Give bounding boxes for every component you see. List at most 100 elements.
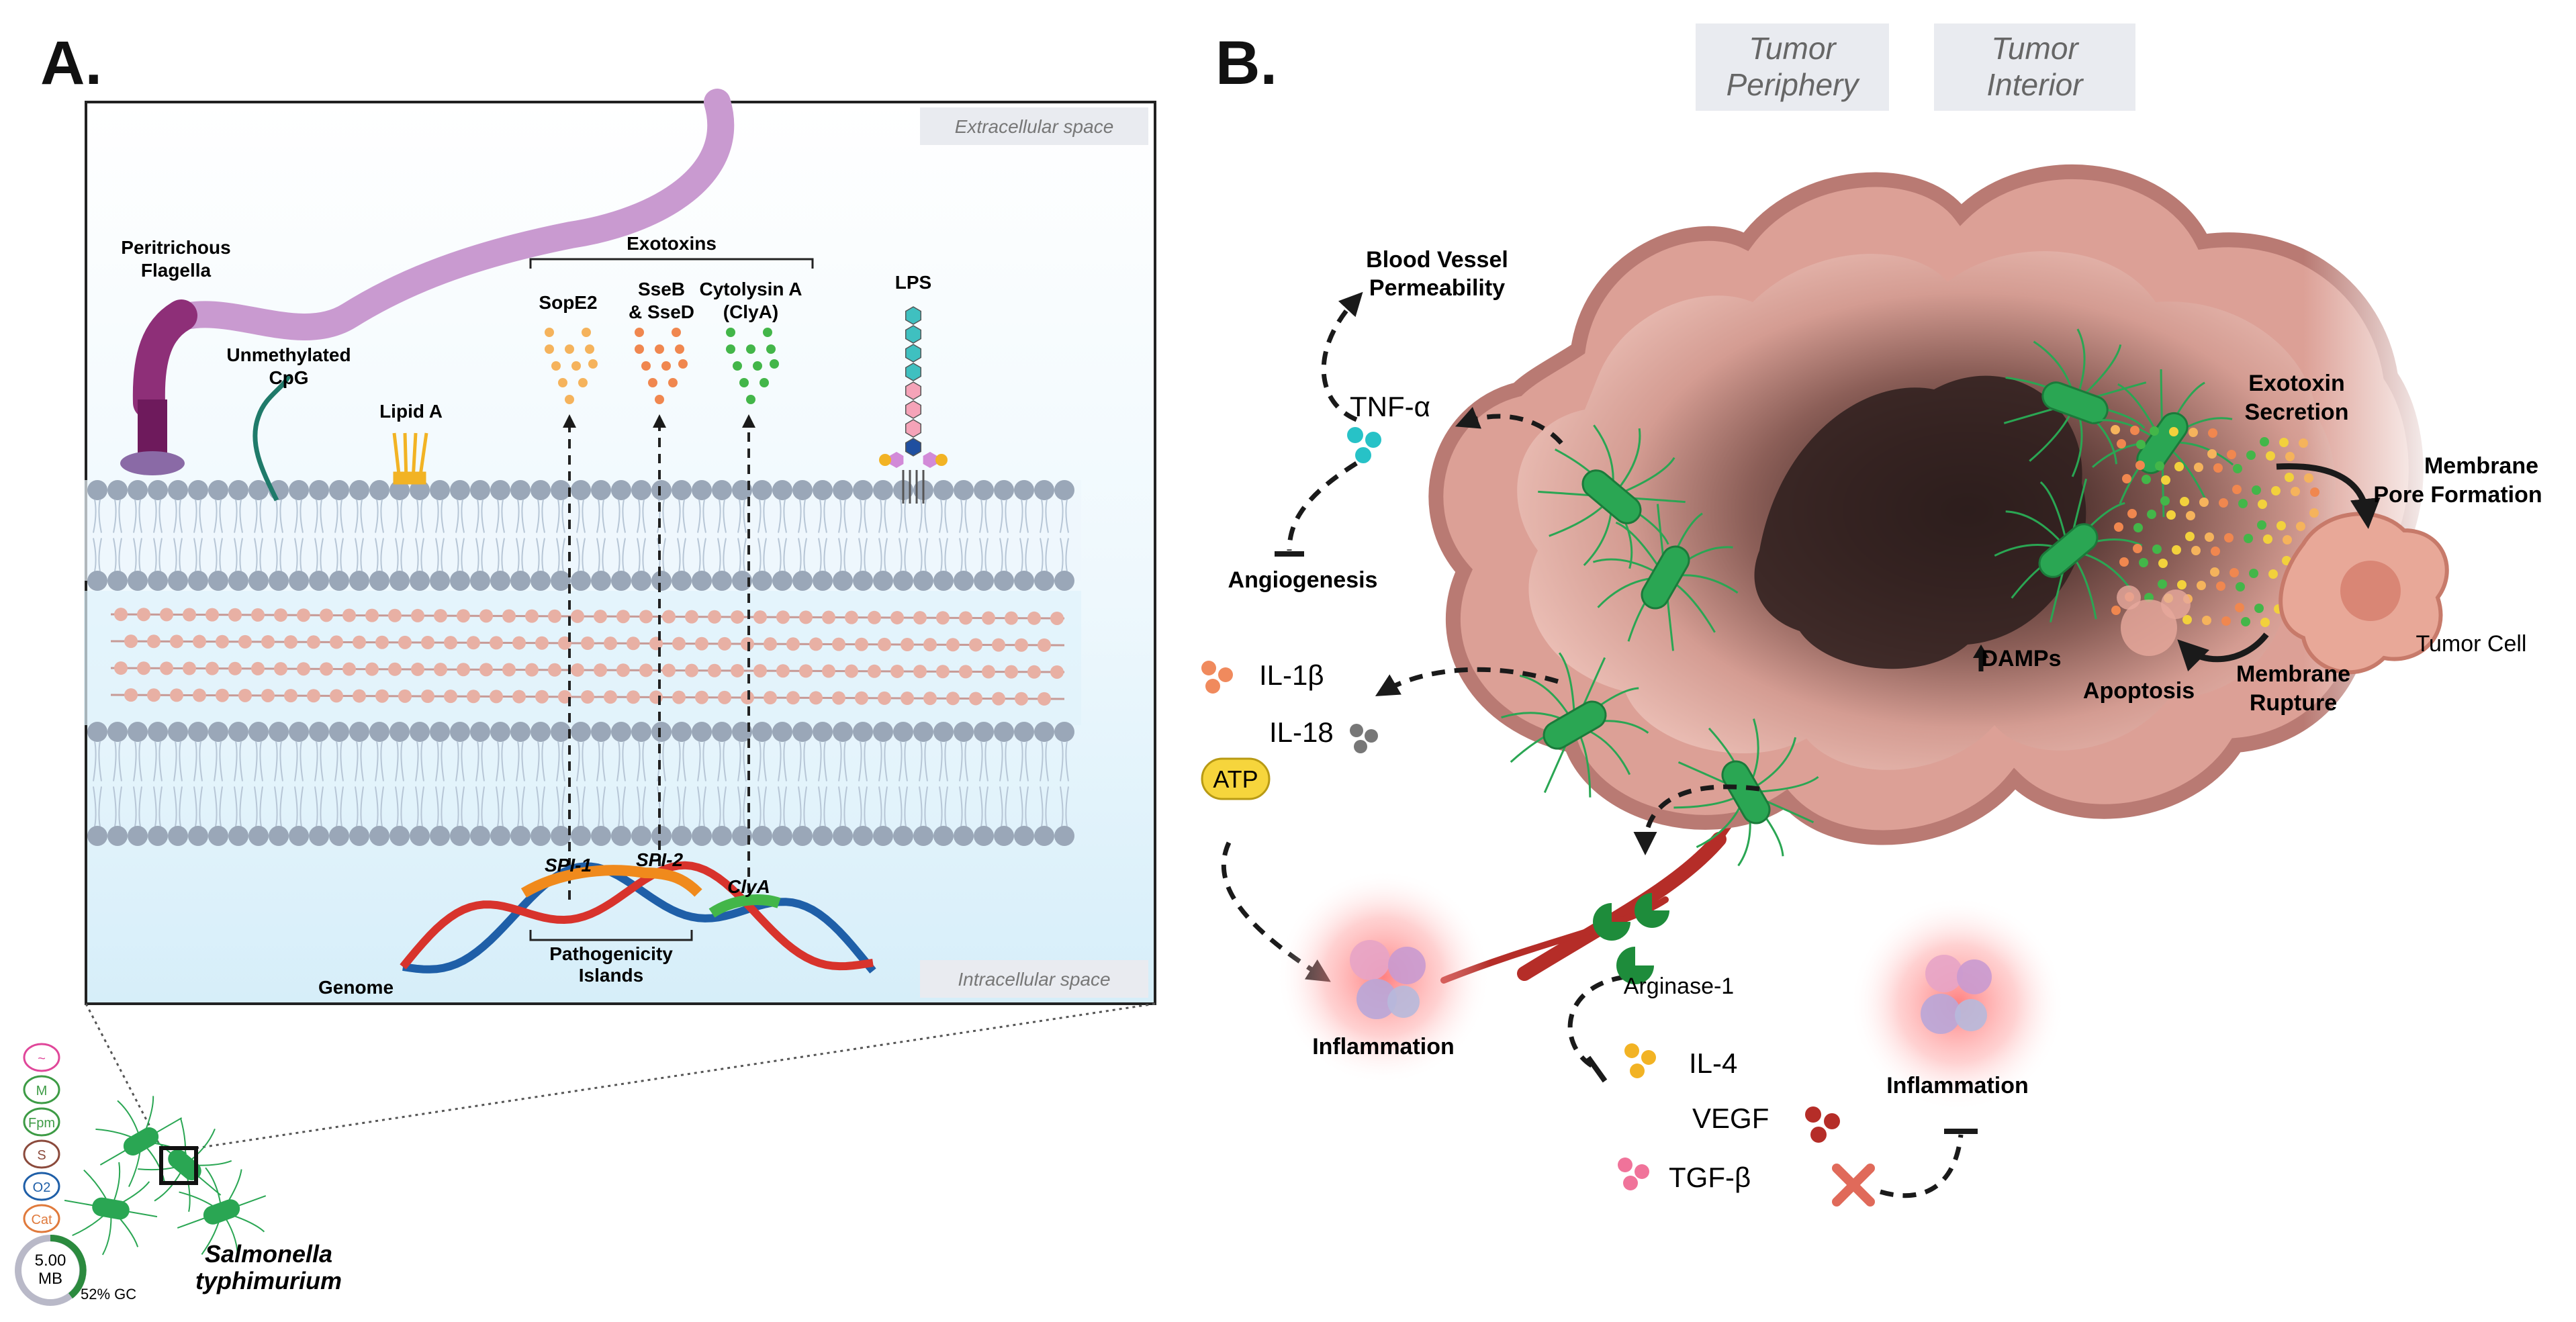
peptidoglycan-unit [1038,638,1051,652]
lipid-head [248,571,269,591]
lipid-head [128,826,148,846]
cpg-label-line2: CpG [269,367,308,388]
peptidoglycan-unit [490,636,503,650]
lipid-head [853,722,873,742]
exotoxin-particle [2197,581,2206,590]
lipid-tail [697,786,706,827]
lipid-head [289,480,309,500]
inner-membrane [87,722,1074,846]
lipid-tail [455,741,465,782]
peptidoglycan-unit [923,692,937,706]
feature-badge [23,1204,60,1233]
lipid-head [148,826,168,846]
exotoxin-particle [2244,534,2253,543]
peptidoglycan-unit [923,638,937,652]
lipid-head [974,826,994,846]
pore-formation-line2: Pore Formation [2373,482,2542,508]
angiogenesis-label: Angiogenesis [1228,567,1378,593]
exotoxin-particle [2142,475,2151,484]
peptidoglycan-unit [114,661,128,675]
lipid-tail [173,499,183,533]
lipid-tail [616,741,626,782]
blocked-x-icon [1832,1164,1875,1207]
lipid-head [873,571,893,591]
peptidoglycan-unit [238,688,252,702]
toxin-dot [726,344,735,354]
exotoxin-particle [2177,580,2187,589]
lipid-tail [858,538,868,572]
exotoxin-particle [2216,581,2225,591]
lipid-head [1014,480,1034,500]
lipid-head [107,722,128,742]
peptidoglycan-unit [1050,611,1064,625]
peptidoglycan-unit [695,690,708,704]
peptidoglycan-unit [124,634,138,649]
pore-formation-line1: Membrane [2424,453,2538,479]
lipid-head [591,722,611,742]
lipid-tail [959,786,968,827]
lipid-tail [637,741,646,782]
lipid-head [490,722,510,742]
peptidoglycan-unit [205,608,219,622]
lipid-head [450,826,470,846]
peptidoglycan-unit [535,690,549,704]
lipid-head [510,571,531,591]
lipid-head [510,480,531,500]
peptidoglycan-unit [878,637,891,651]
lipid-tail [455,786,465,827]
lipid-tail [214,499,223,533]
lipid-tail [959,538,968,572]
peptidoglycan-unit [457,609,470,623]
lipid-head [792,826,813,846]
lipid-tail [717,741,727,782]
toxin-dot [641,361,651,371]
lipid-tail [596,786,606,827]
feature-badge [23,1139,60,1169]
lipid-tail [415,786,424,827]
feature-badge-text: Fpm [28,1116,55,1131]
pathogenicity-label-line1: Pathogenicity [549,943,673,964]
lipid-tail [496,786,505,827]
exotoxin-particle [2133,523,2143,532]
exotoxin-particle [2266,451,2275,461]
periphery-header-line2: Periphery [1727,67,1861,102]
lipid-head [551,722,571,742]
exotoxin-particle [2160,496,2170,506]
lipid-tail [657,741,666,782]
lipid-tail [858,499,868,533]
lipid-head [208,722,228,742]
lipid-head [571,722,591,742]
lps-sugar-unit [905,363,922,381]
spi1-label: SPI-1 [545,855,592,876]
lipid-tail [133,499,142,533]
lipid-tail [576,786,586,827]
lipid-tail [274,786,283,827]
salmonella-bacterium-icon [1592,504,1739,651]
peptidoglycan-unit [147,634,160,649]
peptidoglycan-unit [434,663,447,677]
lps-sugar-unit [905,400,922,419]
peptidoglycan-unit [124,688,138,702]
lipid-tail [1040,499,1049,533]
peptidoglycan-unit [1038,692,1051,706]
lipid-head [672,480,692,500]
toxin-dot [558,378,567,387]
toxin-dot [565,395,574,404]
peptidoglycan-unit [855,637,868,651]
lipid-head [369,571,389,591]
lipid-tail [234,538,243,572]
lipid-tail [173,786,183,827]
lipid-head [349,826,369,846]
lipid-head [1034,722,1054,742]
exotoxin-particle [2238,499,2248,508]
lipid-head [128,571,148,591]
toxin-dot [655,395,664,404]
peptidoglycan-unit [946,638,960,652]
lipid-head [1014,826,1034,846]
lipid-head [792,480,813,500]
exotoxin-particle [2161,475,2170,485]
toxin-dot [585,344,594,354]
lipid-tail [778,499,787,533]
peptidoglycan-unit [170,634,183,649]
tumor-mass [1428,161,2431,866]
